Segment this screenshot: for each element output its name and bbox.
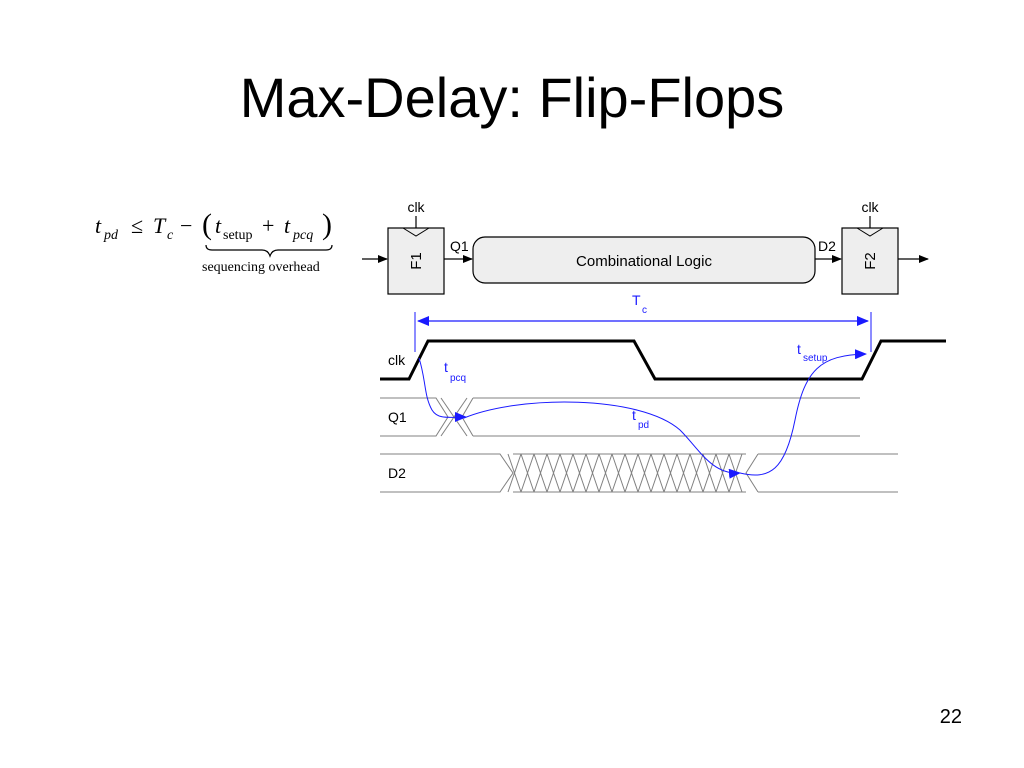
tc-label: T bbox=[632, 292, 641, 308]
eq-tsetup-sub: setup bbox=[223, 228, 253, 243]
clk-waveform bbox=[380, 339, 946, 381]
f1-clock-triangle bbox=[402, 227, 430, 237]
eq-tpd-sub: pd bbox=[103, 228, 119, 243]
f1-clock-label: clk bbox=[407, 199, 425, 215]
combinational-logic-label: Combinational Logic bbox=[576, 253, 712, 270]
tpd-label: t bbox=[632, 407, 636, 423]
sequencing-overhead-brace bbox=[205, 244, 333, 258]
tc-label-sub: c bbox=[642, 305, 647, 316]
clock-period-annotation: T c bbox=[414, 292, 872, 352]
eq-minus: − bbox=[180, 213, 192, 238]
eq-T-sub: c bbox=[167, 228, 174, 243]
page-number: 22 bbox=[939, 706, 962, 728]
slide-title: Max-Delay: Flip-Flops bbox=[239, 66, 785, 129]
max-delay-equation: t pd ≤ T c − ( t setup + t pcq ) sequenc… bbox=[95, 208, 333, 275]
tsetup-label: t bbox=[797, 341, 801, 357]
eq-rparen: ) bbox=[322, 208, 332, 241]
eq-plus: + bbox=[262, 213, 274, 238]
tpcq-label-sub: pcq bbox=[450, 373, 466, 384]
eq-tsetup-t: t bbox=[215, 213, 222, 238]
d2-signal-label: D2 bbox=[388, 465, 406, 481]
d2-wire-label: D2 bbox=[818, 238, 836, 254]
tpcq-label: t bbox=[444, 359, 448, 375]
flip-flop-f2 bbox=[841, 227, 899, 295]
f2-clock-triangle bbox=[856, 227, 884, 237]
f2-clock-label: clk bbox=[861, 199, 879, 215]
clk-signal-label: clk bbox=[388, 352, 406, 368]
eq-tpcq-t: t bbox=[284, 213, 291, 238]
circuit-schematic: clk F1 Q1 Combinational Logic D2 clk F2 bbox=[362, 199, 929, 295]
timing-waveforms: clk Q1 D2 t pcq t bbox=[380, 339, 946, 493]
f2-label: F2 bbox=[862, 252, 879, 270]
tpd-arrow bbox=[463, 401, 741, 479]
eq-T: T bbox=[153, 213, 167, 238]
f1-label: F1 bbox=[408, 252, 425, 270]
d2-waveform bbox=[380, 453, 898, 493]
q1-wire-label: Q1 bbox=[450, 238, 469, 254]
flip-flop-f1 bbox=[387, 227, 445, 295]
tpd-label-sub: pd bbox=[638, 420, 649, 431]
tsetup-arrow bbox=[739, 349, 867, 476]
tsetup-label-sub: setup bbox=[803, 353, 828, 364]
eq-tpcq-sub: pcq bbox=[292, 228, 313, 243]
q1-signal-label: Q1 bbox=[388, 409, 407, 425]
sequencing-overhead-label: sequencing overhead bbox=[202, 260, 320, 275]
eq-tpd-t: t bbox=[95, 213, 102, 238]
eq-leq: ≤ bbox=[131, 213, 143, 238]
combinational-logic-block bbox=[472, 236, 816, 284]
tpcq-arrow bbox=[418, 357, 467, 423]
eq-lparen: ( bbox=[202, 208, 212, 241]
